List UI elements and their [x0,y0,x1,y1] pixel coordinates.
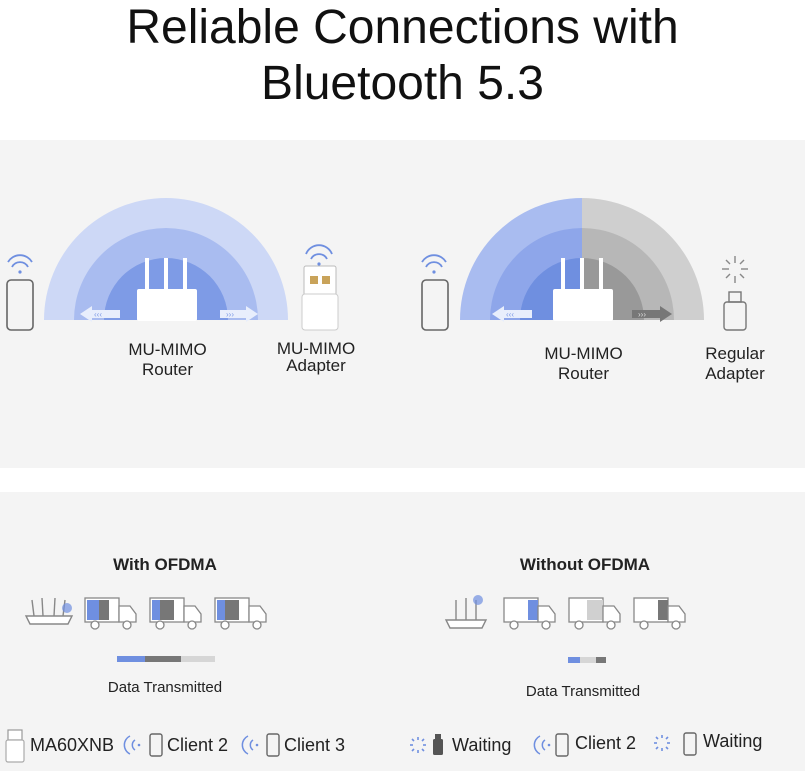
legend-client-3: Client 3 [284,735,346,755]
truck-icon [503,597,556,630]
left-arrow-out-icon: ‹‹‹ [80,306,120,322]
right-adapter-label: Regular Adapter [690,344,780,384]
left-router-label-line2: Router [141,360,194,379]
with-ofdma-data-label: Data Transmitted [107,679,223,696]
right-gray-arrow-icon: ››› [632,306,672,322]
page-title: Reliable Connections with Bluetooth 5.3 [0,0,805,112]
truck-icon [214,597,267,630]
svg-text:›››: ››› [638,310,646,319]
right-router-label-line1: MU-MIMO [544,344,623,363]
waiting-spinner-icon [410,737,426,753]
ofdma-comparison-panel [0,492,805,771]
legend-ma60xnb: MA60XNB [30,735,115,755]
regular-adapter-small-icon [433,734,443,755]
without-ofdma-data-bar [568,657,606,663]
right-arrow-out-icon: ››› [220,306,258,322]
right-adapter-label-line2: Adapter [705,364,765,383]
svg-text:›››: ››› [226,310,234,319]
waiting-phone-icon [683,732,697,756]
with-ofdma-title: With OFDMA [113,555,217,574]
truck-icon [84,597,137,630]
truck-icon [633,597,686,630]
legend-client-2: Client 2 [167,735,229,755]
svg-text:‹‹‹: ‹‹‹ [506,310,514,319]
without-ofdma-data-label: Data Transmitted [525,683,641,700]
left-router-label-line1: MU-MIMO [128,340,207,359]
left-adapter-label-line1: MU-MIMO [276,339,356,358]
without-ofdma-router-icon [444,595,488,629]
regular-adapter-icon [723,291,747,331]
client-2-phone-icon [149,733,163,757]
with-ofdma-data-bar [117,656,215,662]
adapter-wifi-icon [305,244,333,266]
signal-wave-icon [123,735,141,755]
title-line-1: Reliable Connections with [126,1,679,54]
truck-icon [568,597,621,630]
right-router-icon [553,258,613,321]
legend-waiting-2: Waiting [703,731,763,751]
right-left-arrow-icon: ‹‹‹ [492,306,532,322]
client-3-phone-icon [266,733,280,757]
without-ofdma-title: Without OFDMA [519,555,651,574]
left-adapter-label: MU-MIMO Adapter [262,340,370,374]
right-phone-wifi-icon [421,254,447,274]
signal-wave-icon [533,735,551,755]
right-router-label: MU-MIMO Router [526,344,641,384]
truck-icon [149,597,202,630]
with-ofdma-router-icon [24,597,74,625]
left-phone-wifi-icon [7,254,33,274]
right-adapter-label-line1: Regular [705,344,765,363]
ma60xnb-adapter-icon [5,729,25,763]
right-router-label-line2: Router [557,364,610,383]
left-adapter-label-line2: Adapter [286,356,346,375]
signal-wave-icon [241,735,259,755]
client-2-phone-icon [555,733,569,757]
legend-client-2-right: Client 2 [575,733,637,753]
title-line-2: Bluetooth 5.3 [261,57,544,110]
left-router-label: MU-MIMO Router [110,340,225,380]
mu-mimo-adapter-icon [301,265,339,331]
right-phone-icon [421,279,449,331]
loading-spark-icon [722,256,748,283]
left-router-icon [137,258,197,321]
legend-waiting-1: Waiting [452,735,512,755]
left-phone-icon [6,279,34,331]
svg-text:‹‹‹: ‹‹‹ [94,310,102,319]
waiting-spinner-icon [654,735,670,751]
